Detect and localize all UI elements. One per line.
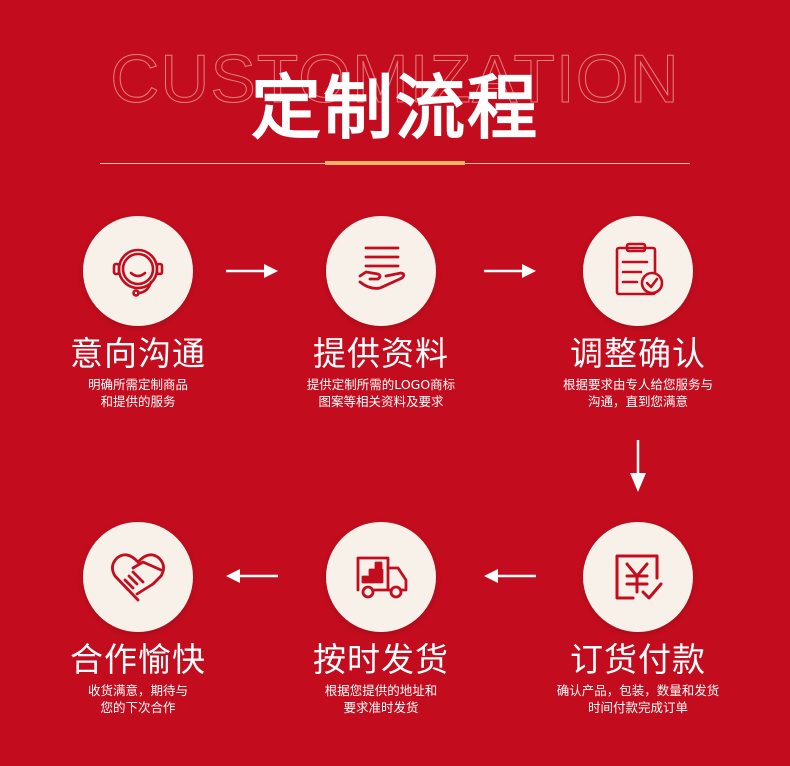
step-title: 合作愉快 — [70, 640, 206, 679]
step-title: 调整确认 — [570, 334, 706, 373]
step-icon-circle — [326, 522, 436, 632]
step-adjust-confirm: 调整确认 根据要求由专人给您服务与 沟通，直到您满意 — [528, 216, 748, 410]
step-title: 意向沟通 — [70, 334, 206, 373]
background-word-customization: CUSTOMIZATION — [110, 41, 680, 118]
step-description-line: 和提供的服务 — [100, 394, 176, 409]
step-description: 确认产品，包装，数量和发货 时间付款完成订单 — [528, 682, 748, 716]
step-description-line: 确认产品，包装，数量和发货 — [556, 683, 720, 698]
delivery-truck-icon — [356, 556, 408, 599]
step-description-line: 根据您提供的地址和 — [324, 683, 438, 698]
step-description-line: 根据要求由专人给您服务与 — [562, 377, 713, 392]
step-icon-circle — [83, 216, 193, 326]
arrow-left-icon — [484, 569, 536, 583]
arrow-right-icon — [484, 264, 536, 278]
step-description: 根据要求由专人给您服务与 沟通，直到您满意 — [528, 376, 748, 410]
step-description-line: 时间付款完成订单 — [587, 700, 688, 715]
step-description-line: 要求准时发货 — [343, 700, 419, 715]
step-icon-circle — [583, 522, 693, 632]
step-provide-materials: 提供资料 提供定制所需的LOGO商标 图案等相关资料及要求 — [271, 216, 491, 410]
step-title: 按时发货 — [313, 640, 449, 679]
step-title: 提供资料 — [313, 334, 449, 373]
step-icon-circle — [583, 216, 693, 326]
step-timely-delivery: 按时发货 根据您提供的地址和 要求准时发货 — [271, 522, 491, 716]
step-description-line: 沟通，直到您满意 — [587, 394, 688, 409]
step-description-line: 您的下次合作 — [100, 700, 176, 715]
headset-smile-icon — [112, 248, 164, 297]
yen-payment-icon — [615, 554, 663, 600]
step-description-line: 提供定制所需的LOGO商标 — [306, 377, 456, 392]
arrow-left-icon — [226, 569, 278, 583]
step-icon-circle — [326, 216, 436, 326]
step-description-line: 明确所需定制商品 — [87, 377, 188, 392]
page-title: 定制流程 — [251, 67, 539, 149]
step-happy-cooperation: 合作愉快 收货满意，期待与 您的下次合作 — [28, 522, 248, 716]
heart-handshake-icon — [111, 553, 165, 602]
step-description-line: 收货满意，期待与 — [87, 683, 188, 698]
step-icon-circle — [83, 522, 193, 632]
title-divider-accent — [325, 161, 465, 165]
step-intention-communication: 意向沟通 明确所需定制商品 和提供的服务 — [28, 216, 248, 410]
step-description: 收货满意，期待与 您的下次合作 — [28, 682, 248, 716]
step-description: 根据您提供的地址和 要求准时发货 — [271, 682, 491, 716]
step-order-payment: 订货付款 确认产品，包装，数量和发货 时间付款完成订单 — [528, 522, 748, 716]
step-description-line: 图案等相关资料及要求 — [318, 394, 444, 409]
step-description: 提供定制所需的LOGO商标 图案等相关资料及要求 — [271, 376, 491, 410]
hand-document-icon — [358, 246, 406, 290]
arrow-right-icon — [226, 264, 278, 278]
clipboard-check-icon — [615, 242, 664, 296]
step-title: 订货付款 — [570, 640, 706, 679]
step-description: 明确所需定制商品 和提供的服务 — [28, 376, 248, 410]
arrow-down-icon — [630, 440, 646, 492]
